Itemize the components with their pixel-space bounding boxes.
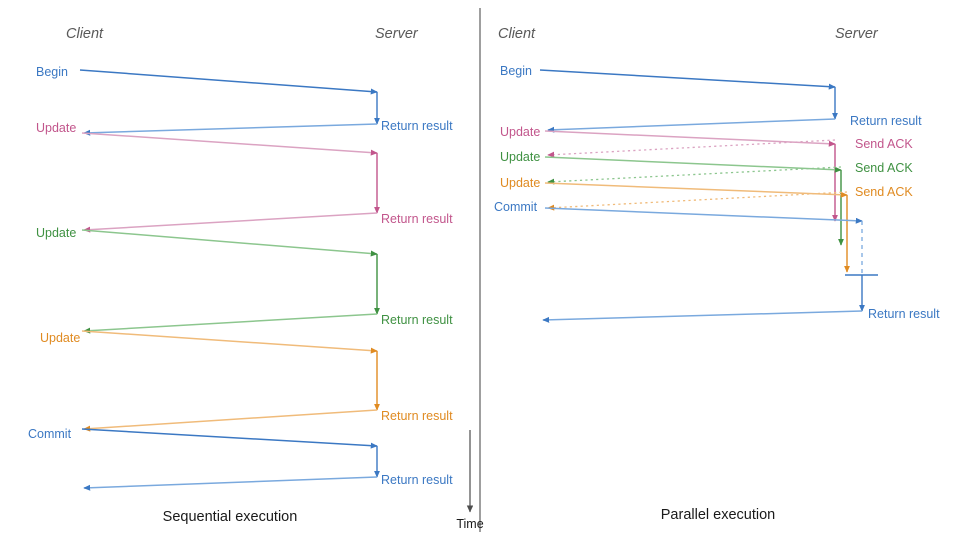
time-axis-label: Time — [456, 517, 483, 531]
label-update3-ret: Return result — [381, 409, 453, 423]
arrow-commit-ret — [83, 476, 378, 491]
arrow-p-begin — [539, 69, 836, 90]
arrow-update1-ret — [83, 212, 378, 233]
label-commit-ret: Return result — [381, 473, 453, 487]
arrow-p-update3 — [544, 182, 848, 198]
label-p-commit: Commit — [494, 200, 538, 214]
arrow-p-update1 — [544, 130, 836, 147]
message-commit-ret: Return result — [83, 473, 453, 491]
chrome-layer: Time — [456, 8, 484, 532]
label-p-begin-ret: Return result — [850, 114, 922, 128]
message-p-begin: Begin — [500, 64, 836, 90]
arrow-update2-ret — [83, 313, 378, 334]
label-p-ack3: Send ACK — [855, 185, 913, 199]
message-p-ack1: Send ACK — [547, 137, 913, 158]
message-update3-ret: Return result — [83, 409, 453, 432]
message-p-update1: Update — [500, 125, 836, 147]
label-update2: Update — [36, 226, 76, 240]
arrow-update2 — [81, 229, 378, 257]
arrow-update3-ret — [83, 409, 378, 432]
label-begin: Begin — [36, 65, 68, 79]
arrow-p-begin-ret — [547, 118, 836, 133]
message-p-ack2: Send ACK — [547, 161, 913, 185]
parallel-server-actor-label: Server — [835, 26, 879, 42]
message-p-commit-ret: Return result — [542, 307, 940, 323]
arrow-p-ack1 — [547, 139, 836, 158]
label-begin-ret: Return result — [381, 119, 453, 133]
message-p-commit: Commit — [494, 200, 863, 224]
sequential-server-actor-label: Server — [375, 26, 419, 42]
message-update1: Update — [36, 121, 378, 156]
message-update2-ret: Return result — [83, 313, 453, 334]
label-update1-ret: Return result — [381, 212, 453, 226]
message-begin: Begin — [36, 65, 378, 95]
arrow-p-ack2 — [547, 166, 842, 185]
sequential-client-actor-label: Client — [66, 26, 104, 42]
label-update2-ret: Return result — [381, 313, 453, 327]
message-update2: Update — [36, 226, 378, 257]
arrow-update3 — [81, 330, 378, 354]
parallel-client-actor-label: Client — [498, 26, 536, 42]
panel-caption-sequential: Sequential execution — [163, 509, 298, 525]
arrow-p-update2 — [544, 156, 842, 173]
message-begin-ret: Return result — [83, 119, 453, 136]
arrow-p-commit-ret — [542, 310, 863, 323]
label-p-begin: Begin — [500, 64, 532, 78]
message-p-update2: Update — [500, 150, 842, 173]
arrow-update1 — [81, 132, 378, 156]
label-p-update3: Update — [500, 176, 540, 190]
panel-caption-parallel: Parallel execution — [661, 507, 775, 523]
message-p-ack3: Send ACK — [547, 185, 913, 211]
message-commit: Commit — [28, 427, 378, 449]
arrow-begin — [79, 69, 378, 95]
arrow-p-ack3 — [547, 191, 848, 211]
message-update3: Update — [40, 330, 378, 354]
label-update3: Update — [40, 331, 80, 345]
label-p-ack1: Send ACK — [855, 137, 913, 151]
label-commit: Commit — [28, 427, 72, 441]
label-p-update1: Update — [500, 125, 540, 139]
arrow-p-commit — [544, 207, 863, 224]
label-p-update2: Update — [500, 150, 540, 164]
arrow-begin-ret — [83, 123, 378, 136]
arrow-commit — [81, 428, 378, 449]
label-p-commit-ret: Return result — [868, 307, 940, 321]
message-update1-ret: Return result — [83, 212, 453, 233]
label-p-ack2: Send ACK — [855, 161, 913, 175]
message-p-update3: Update — [500, 176, 848, 198]
message-p-begin-ret: Return result — [547, 114, 922, 133]
label-update1: Update — [36, 121, 76, 135]
